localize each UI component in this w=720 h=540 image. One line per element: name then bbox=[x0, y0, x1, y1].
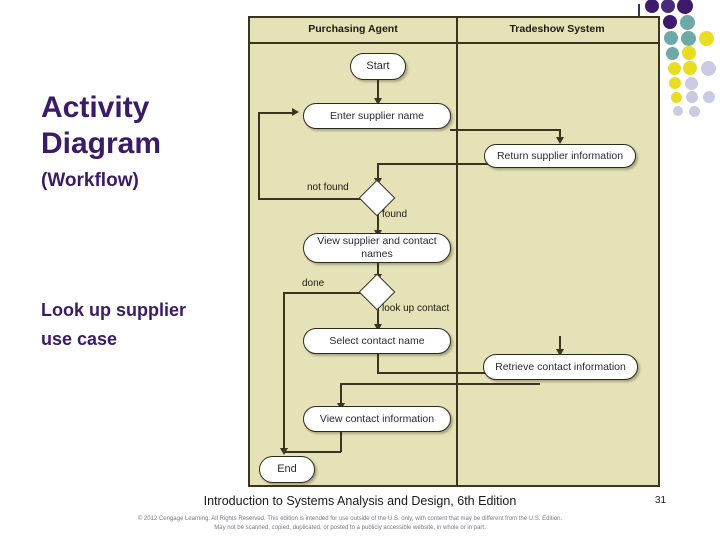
decorative-dot bbox=[698, 30, 714, 46]
node-select-contact-name[interactable]: Select contact name bbox=[303, 328, 451, 354]
connector-select-to-retrieve bbox=[377, 372, 559, 374]
node-retrieve-contact-information[interactable]: Retrieve contact information bbox=[483, 354, 638, 380]
node-return-supplier-information[interactable]: Return supplier information bbox=[484, 144, 636, 168]
decorative-dot bbox=[664, 31, 678, 45]
decorative-dot bbox=[679, 14, 695, 30]
decorative-dot bbox=[684, 76, 698, 90]
connector-view-to-decision2 bbox=[377, 258, 379, 279]
swimlane-header-row bbox=[250, 18, 658, 44]
decorative-dot bbox=[669, 77, 681, 89]
connector-not-found-left bbox=[258, 198, 364, 200]
footer-book-title: Introduction to Systems Analysis and Des… bbox=[203, 494, 517, 508]
node-view-contact-information[interactable]: View contact information bbox=[303, 406, 451, 432]
node-enter-supplier-name[interactable]: Enter supplier name bbox=[303, 103, 451, 129]
page-title: Activity Diagram (Workflow) bbox=[41, 90, 241, 196]
decorative-dot bbox=[688, 105, 700, 117]
edge-label-done: done bbox=[302, 278, 325, 289]
arrowhead-retrieve bbox=[555, 349, 564, 356]
arrowhead-to-return bbox=[555, 137, 564, 144]
connector-done-left bbox=[283, 292, 364, 294]
decorative-dot bbox=[677, 0, 693, 14]
swimlane-divider bbox=[456, 18, 458, 485]
decorative-dot bbox=[703, 91, 715, 103]
decorative-dot bbox=[667, 61, 681, 75]
node-end[interactable]: End bbox=[259, 456, 315, 483]
connector-viewcontact-to-end bbox=[283, 451, 341, 453]
connector-retrieve-to-view bbox=[340, 383, 540, 385]
decorative-dot bbox=[663, 15, 677, 29]
decorative-dot bbox=[661, 0, 675, 13]
swimlane-header-purchasing-agent: Purchasing Agent bbox=[308, 23, 398, 35]
connector-done-down bbox=[283, 292, 285, 452]
decorative-dot bbox=[683, 61, 697, 75]
decorative-dot bbox=[682, 46, 696, 60]
body-text: Look up supplier use case bbox=[41, 300, 187, 349]
edge-label-look-up-contact: look up contact bbox=[382, 303, 450, 314]
page-subtitle: (Workflow) bbox=[41, 170, 139, 191]
connector-found bbox=[377, 211, 379, 233]
node-start[interactable]: Start bbox=[350, 53, 406, 80]
node-view-supplier-and-contact-names[interactable]: View supplier and contact names bbox=[303, 233, 451, 263]
connector-not-found-into-enter bbox=[258, 112, 294, 114]
decorative-dot bbox=[700, 60, 716, 76]
decorative-dot bbox=[670, 91, 682, 103]
decorative-dot bbox=[673, 106, 683, 116]
connector-not-found-up bbox=[258, 112, 260, 199]
connector-look-up-contact bbox=[377, 306, 379, 328]
decorative-dot bbox=[680, 30, 696, 46]
connector-decision-feed bbox=[377, 163, 379, 185]
edge-label-not-found: not found bbox=[307, 182, 349, 193]
swimlane-header-tradeshow-system: Tradeshow System bbox=[509, 23, 605, 35]
decorative-dot bbox=[686, 91, 698, 103]
activity-diagram: Purchasing Agent Tradeshow System bbox=[248, 16, 660, 487]
edge-label-found: found bbox=[382, 209, 408, 220]
decorative-dot bbox=[665, 46, 679, 60]
title-line-1: Activity bbox=[41, 91, 150, 124]
copyright-line-1: © 2012 Cengage Learning. All Rights Rese… bbox=[137, 516, 563, 522]
arrowhead-start-to-enter bbox=[373, 98, 382, 105]
connector-viewcontact-down bbox=[340, 431, 342, 452]
connector-start-to-enter bbox=[377, 80, 379, 100]
copyright-line-2: May not be scanned, copied, duplicated, … bbox=[214, 525, 486, 531]
connector-enter-to-system bbox=[450, 129, 560, 131]
title-line-2: Diagram bbox=[41, 127, 162, 160]
copyright-notice: © 2012 Cengage Learning. All Rights Rese… bbox=[0, 515, 700, 533]
arrowhead-not-found bbox=[292, 108, 299, 116]
connector-select-down bbox=[377, 354, 379, 373]
connector-view-contact-down bbox=[340, 383, 342, 406]
page-number: 31 bbox=[655, 495, 667, 506]
decorative-dot bbox=[645, 0, 659, 13]
connector-down-to-retrieve bbox=[559, 336, 561, 354]
connector-return-to-decision bbox=[378, 163, 560, 165]
connector-system-down-to-return bbox=[559, 129, 561, 141]
